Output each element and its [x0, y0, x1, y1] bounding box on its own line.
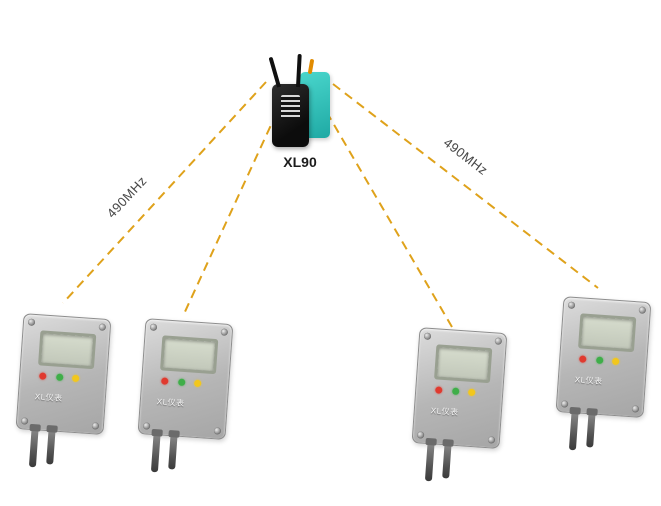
sensor-brand-label: XL仪表: [34, 392, 63, 404]
sensor-probes: [568, 409, 596, 452]
screw-icon: [423, 332, 432, 340]
wireless-link-2: [182, 98, 284, 317]
status-leds: [161, 377, 202, 388]
sensor-housing: XL仪表: [15, 313, 112, 435]
secondary-antenna-icon: [307, 58, 315, 75]
screw-icon: [20, 417, 29, 425]
link-frequency-label-left: 490MHz: [104, 173, 150, 221]
screw-icon: [91, 422, 100, 430]
screw-icon: [149, 323, 158, 331]
probe-icon: [28, 426, 39, 468]
probe-icon: [586, 411, 596, 448]
sensor-probes: [28, 426, 56, 469]
antenna-left-icon: [268, 56, 281, 88]
screw-icon: [567, 301, 576, 309]
screw-icon: [416, 431, 425, 439]
led-green-icon: [55, 373, 63, 381]
screw-icon: [98, 323, 107, 331]
gateway-main-unit: [268, 53, 309, 147]
sensor-probes: [424, 440, 452, 483]
sensor-brand-label: XL仪表: [156, 397, 185, 409]
screw-icon: [142, 422, 151, 430]
sensor-housing: XL仪表: [411, 327, 508, 449]
sensor-housing: XL仪表: [137, 318, 234, 440]
sensor-device-4: XL仪表: [553, 296, 652, 460]
screw-icon: [487, 436, 496, 444]
screw-icon: [494, 337, 503, 345]
sensor-brand-label: XL仪表: [574, 375, 603, 387]
led-yellow-icon: [611, 357, 620, 366]
led-yellow-icon: [71, 374, 80, 383]
probe-icon: [568, 409, 579, 451]
sensor-brand-label: XL仪表: [430, 406, 459, 418]
led-yellow-icon: [193, 379, 202, 388]
screw-icon: [638, 306, 647, 314]
status-leds: [39, 372, 80, 383]
wireless-link-1: [62, 81, 267, 304]
led-yellow-icon: [467, 388, 476, 397]
sensor-device-2: XL仪表: [135, 318, 234, 482]
led-red-icon: [39, 372, 47, 380]
wireless-link-4: [332, 83, 599, 289]
lcd-display: [578, 313, 637, 353]
screw-icon: [27, 318, 36, 326]
status-leds: [579, 355, 620, 366]
led-green-icon: [595, 356, 603, 364]
lcd-display: [160, 335, 219, 375]
vent-grille-icon: [281, 95, 300, 120]
probe-icon: [442, 442, 452, 479]
screw-icon: [560, 400, 569, 408]
gateway-label: XL90: [283, 154, 317, 170]
probe-icon: [168, 433, 178, 470]
gateway-device-xl90: XL90: [255, 50, 345, 180]
screw-icon: [220, 328, 229, 336]
lcd-display: [38, 330, 97, 370]
sensor-device-3: XL仪表: [409, 327, 508, 491]
probe-icon: [46, 428, 56, 465]
led-red-icon: [161, 377, 169, 385]
sensor-housing: XL仪表: [555, 296, 652, 418]
led-green-icon: [177, 378, 185, 386]
sensor-device-1: XL仪表: [13, 313, 112, 477]
screw-icon: [213, 427, 222, 435]
led-red-icon: [435, 386, 443, 394]
status-leds: [435, 386, 476, 397]
link-frequency-label-right: 490MHz: [441, 135, 491, 178]
screw-icon: [631, 405, 640, 413]
probe-icon: [150, 431, 161, 473]
led-red-icon: [579, 355, 587, 363]
sensor-probes: [150, 431, 178, 474]
lcd-display: [434, 344, 493, 384]
probe-icon: [424, 440, 435, 482]
led-green-icon: [451, 387, 459, 395]
